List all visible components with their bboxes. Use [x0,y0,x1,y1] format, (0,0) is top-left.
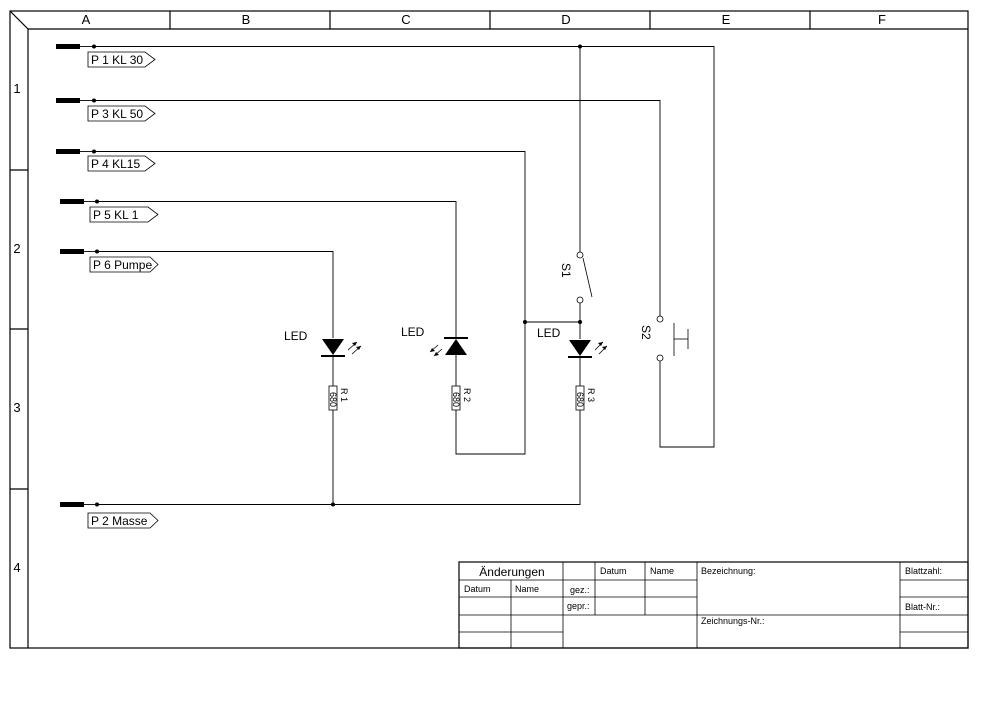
switch-s1 [576,251,593,339]
outer-frame [9,10,969,649]
column-label-e: E [722,12,731,27]
connector-label-p6: P 6 Pumpe [93,258,152,272]
tb-blattzahl: Blattzahl: [905,566,942,576]
tb-datum-header: Datum [600,566,627,576]
connector-label-p2: P 2 Masse [91,514,148,528]
resistor-r1 [328,385,338,505]
led-3 [568,340,608,386]
connector-label-p1: P 1 KL 30 [91,53,143,67]
tb-blatt-nr: Blatt-Nr.: [905,602,940,612]
connector-label-p3: P 3 KL 50 [91,107,143,121]
column-label-f: F [878,12,886,27]
wire-masse [97,410,581,505]
r3-value: 680 [575,392,585,407]
connector-p1: P 1 KL 30 [56,44,156,68]
r2-name: R 2 [462,388,472,402]
wire-pumpe [97,251,334,338]
tb-zeichnungs-nr: Zeichnungs-Nr.: [701,616,765,626]
column-label-c: C [401,12,410,27]
tb-bezeichnung: Bezeichnung: [701,566,756,576]
connector-p6: P 6 Pumpe [60,249,159,273]
led-3-label: LED [537,326,561,340]
wire-kl1 [97,201,457,338]
tb-name-header: Name [650,566,674,576]
column-label-d: D [561,12,570,27]
wire-kl30 [94,46,715,448]
led-1 [321,339,362,386]
row-label-4: 4 [13,560,20,575]
connector-p2: P 2 Masse [60,502,159,529]
connector-label-p5: P 5 KL 1 [93,208,139,222]
connector-label-p4: P 4 KL15 [91,157,140,171]
wire-kl15 [94,151,526,455]
title-block [458,561,969,649]
pushbutton-s2 [656,315,689,362]
s1-label: S1 [559,263,573,278]
s2-label: S2 [639,325,653,340]
led-1-label: LED [284,329,308,343]
tb-col-datum: Datum [464,584,491,594]
r2-value: 680 [451,392,461,407]
column-label-a: A [82,12,91,27]
tb-gez: gez.: [570,585,590,595]
resistor-r3 [575,385,585,411]
led-2 [429,337,468,386]
row-label-2: 2 [13,241,20,256]
r3-name: R 3 [586,388,596,402]
connector-p5: P 5 KL 1 [60,199,159,223]
tb-col-name: Name [515,584,539,594]
column-label-b: B [242,12,251,27]
tb-gepr: gepr.: [567,601,590,611]
r1-value: 680 [328,392,338,407]
frame-corner-diagonal [9,10,29,30]
connector-p4: P 4 KL15 [56,149,156,172]
row-label-1: 1 [13,81,20,96]
led-2-label: LED [401,325,425,339]
tb-aenderungen: Änderungen [479,565,544,579]
r1-name: R 1 [339,388,349,402]
resistor-r2 [451,385,461,411]
connector-p3: P 3 KL 50 [56,98,156,122]
wire-kl50 [94,100,661,316]
row-label-3: 3 [13,400,20,415]
